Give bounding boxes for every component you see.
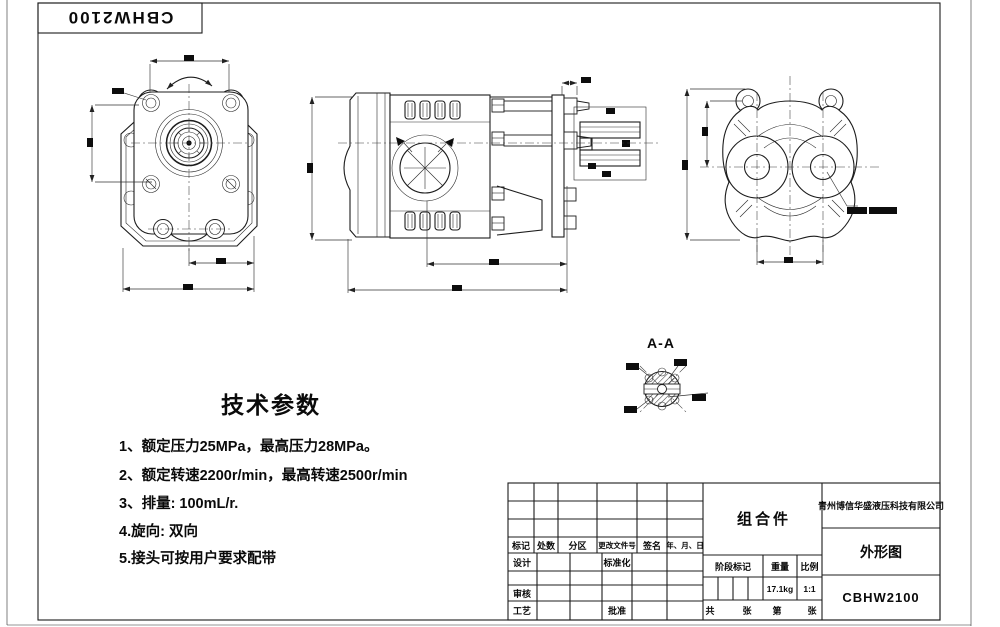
footer-sheet2: 张 [807,605,817,616]
title-block: 标记 处数 分区 更改文件号 签名 年、月、日 设计 标准化 审核 工艺 批准 … [507,482,944,621]
role-check: 审核 [513,588,531,599]
side-view [307,77,660,293]
spline-detail [573,106,647,181]
tech-param-4: 4.旋向: 双向 [119,522,198,540]
tech-params-title: 技术参数 [221,392,321,418]
th-mark: 标记 [511,540,530,551]
footer-sheet1: 张 [742,605,752,616]
role-process: 工艺 [513,605,531,616]
model-box: CBHW2100 [37,2,203,34]
scale-value: 1:1 [803,584,816,594]
section-view-aa: A-A [624,335,709,413]
side-view-height-dim [307,96,352,241]
front-view-dimensions [87,55,255,292]
section-callouts [624,359,709,413]
tech-param-5: 5.接头可按用户要求配带 [119,549,277,567]
model-number: CBHW2100 [842,590,919,605]
front-view [87,55,258,292]
role-approve: 批准 [608,605,626,616]
scale-label: 比例 [800,561,818,572]
role-standardization: 标准化 [602,557,630,568]
weight-value: 17.1kg [767,584,793,594]
rear-view-dimensions [682,88,897,265]
th-signature: 签名 [642,540,661,551]
stage-mark-label: 阶段标记 [715,561,751,572]
company-name: 青州博信华盛液压科技有限公司 [818,500,944,511]
drawing-title: 外形图 [860,544,902,560]
th-date: 年、月、日 [666,540,704,550]
tech-param-3: 3、排量: 100mL/r. [119,494,238,512]
th-zone: 分区 [568,540,586,551]
th-count: 处数 [536,540,556,551]
section-label: A-A [647,335,675,351]
footer-total-label: 共 [705,605,714,616]
tech-params: 技术参数 1、额定压力25MPa，最高压力28MPa。 2、额定转速2200r/… [119,392,407,567]
rear-view [682,76,897,265]
tech-param-1: 1、额定压力25MPa，最高压力28MPa。 [119,437,378,455]
assembly-label: 组合件 [737,510,791,528]
weight-label: 重量 [771,561,789,572]
role-design: 设计 [513,557,531,568]
th-change-file: 更改文件号 [598,540,636,550]
tech-param-2: 2、额定转速2200r/min，最高转速2500r/min [119,466,407,484]
sheet-frame [6,0,972,626]
model-box-label: CBHW2100 [67,8,174,27]
side-view-bottom-dims [347,186,568,293]
footer-page-label: 第 [772,605,781,616]
